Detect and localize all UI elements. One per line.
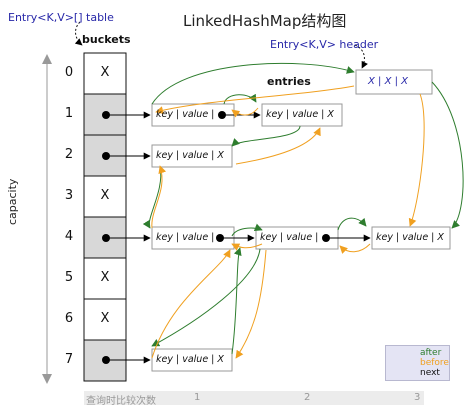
comparison-count-label: 查询时比较次数: [86, 396, 156, 407]
bucket-index: 5: [64, 270, 74, 285]
bucket-array: [83, 52, 127, 382]
comparison-tick: 1: [194, 392, 201, 403]
legend-before: before: [420, 358, 449, 368]
entry-text: key | value |: [156, 232, 215, 243]
comparison-count-bar: [84, 391, 424, 405]
comparison-tick: 2: [304, 392, 311, 403]
entry-box-2a: [151, 144, 233, 168]
table-pointer: [74, 21, 83, 46]
comparison-tick: 3: [414, 392, 421, 403]
entries-label: entries: [267, 75, 311, 88]
bucket-index: 4: [64, 229, 74, 244]
entry-box-1b: [261, 103, 343, 127]
header-label: Entry<K,V> header: [270, 38, 379, 51]
before-links: [151, 85, 425, 359]
entry-text: key | value | X: [376, 232, 444, 243]
capacity-axis: [42, 54, 52, 384]
legend-next: next: [420, 368, 440, 378]
bucket-index: 3: [64, 188, 74, 203]
entry-text: key | value | X: [156, 354, 224, 365]
capacity-label: capacity: [6, 178, 19, 225]
diagram-title: LinkedHashMap结构图: [183, 12, 347, 30]
entry-boxes: [151, 69, 451, 372]
header-entry-box: [355, 69, 433, 95]
bucket-index: 2: [64, 147, 74, 162]
entry-text: key | value | X: [266, 109, 334, 120]
bucket-empty-mark: X: [100, 270, 110, 285]
entry-box-7a: [151, 348, 233, 372]
bucket-index: 0: [64, 65, 74, 80]
bucket-empty-mark: X: [100, 65, 110, 80]
bucket-empty-mark: X: [100, 188, 110, 203]
bucket-index: 7: [64, 352, 74, 367]
next-pointer-dots: [102, 111, 330, 364]
entry-box-4c: [371, 226, 451, 250]
entry-text: key | value | X: [156, 150, 224, 161]
entry-text: key | value |: [260, 232, 319, 243]
header-pointer: [354, 44, 368, 69]
entry-text: key | value |: [156, 109, 215, 120]
table-label: Entry<K,V>[] table: [8, 11, 114, 24]
next-pointers: [106, 111, 371, 364]
bucket-index: 1: [64, 106, 74, 121]
bucket-index: 6: [64, 311, 74, 326]
legend-after: after: [420, 348, 442, 358]
header-entry-text: X | X | X: [368, 76, 409, 87]
legend-box: [385, 345, 450, 381]
buckets-label: buckets: [82, 33, 131, 46]
bucket-empty-mark: X: [100, 311, 110, 326]
